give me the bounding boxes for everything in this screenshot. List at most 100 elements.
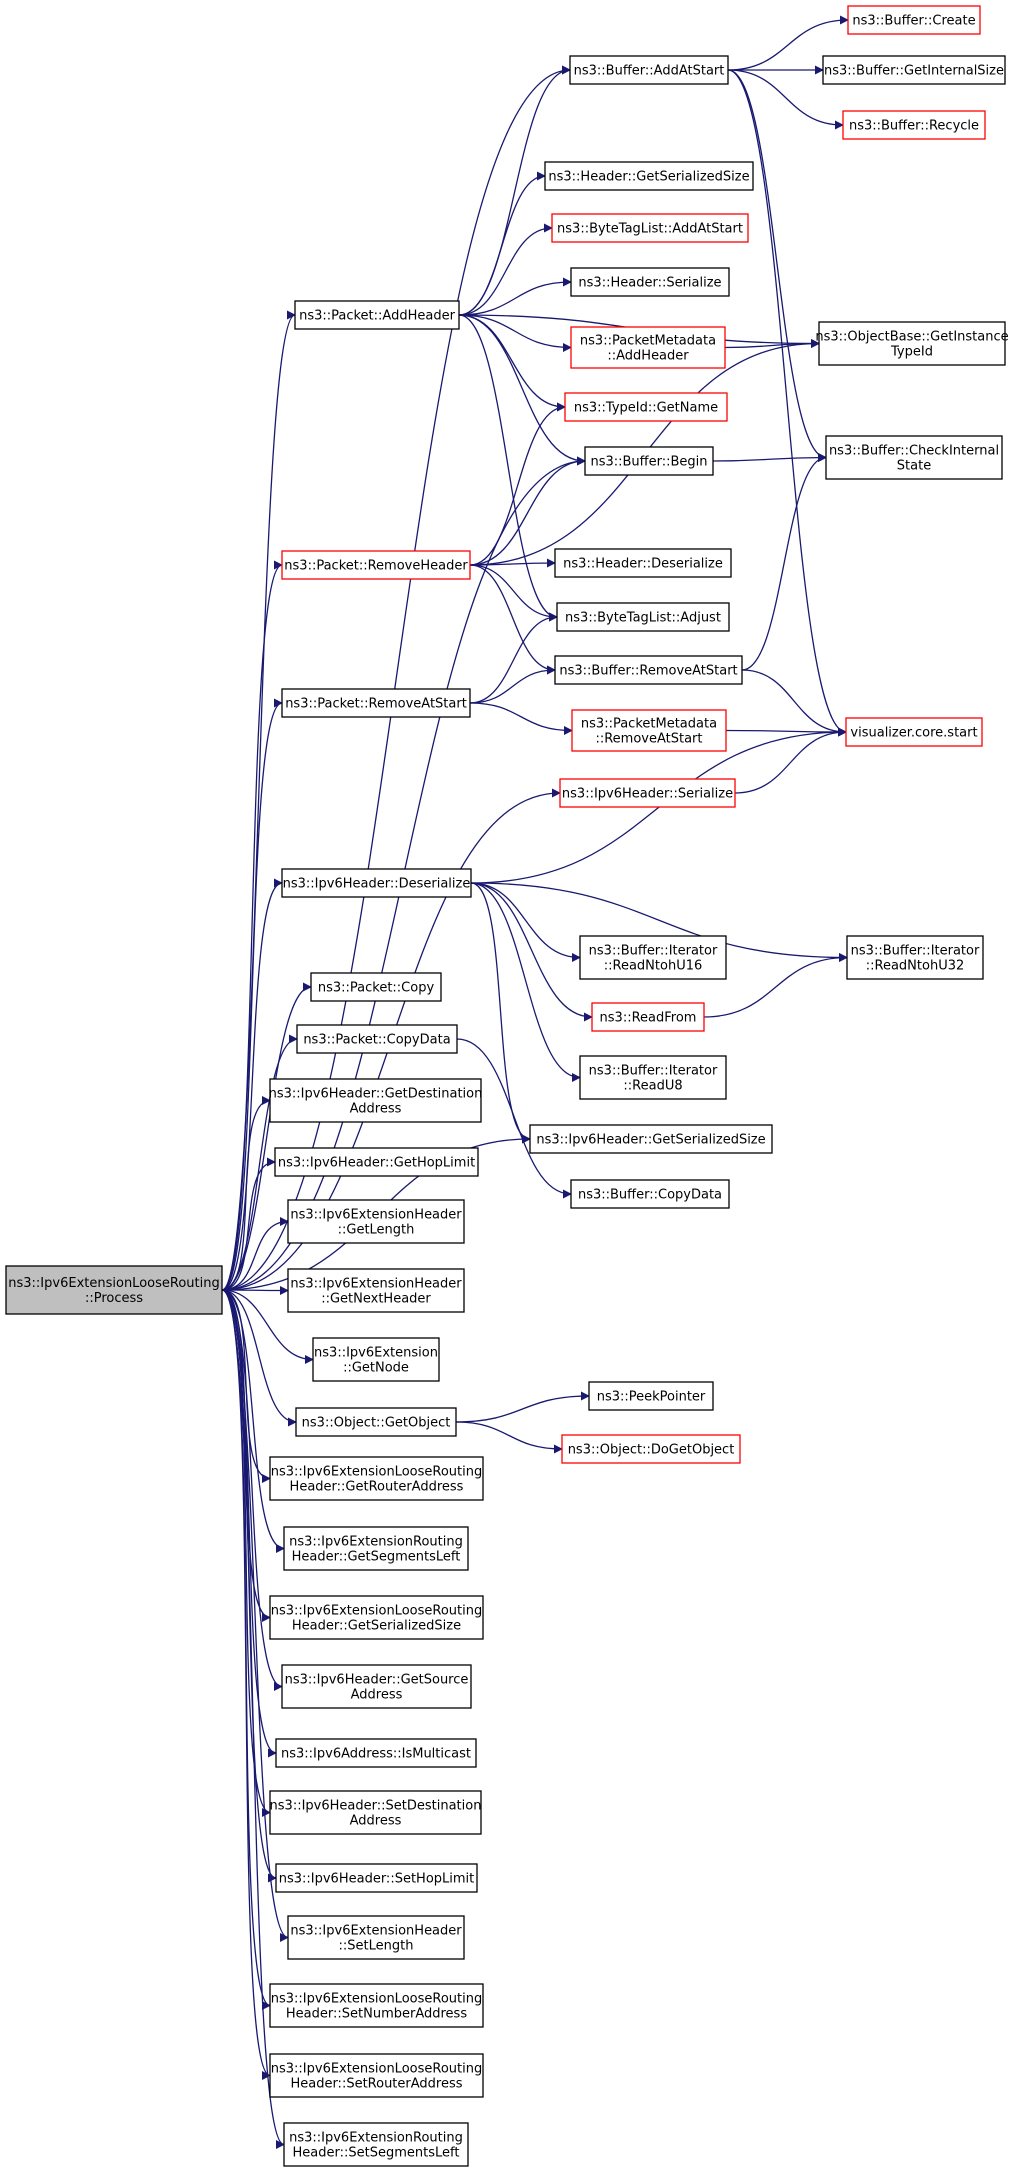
- node-label: ::RemoveAtStart: [595, 732, 702, 747]
- node-ipv6h-gethoplimit[interactable]: ns3::Ipv6Header::GetHopLimit: [274, 1147, 479, 1177]
- edge-pkt-removeatstart-to-buf-removeatstart: [469, 665, 556, 704]
- edge-buf-addatstart-to-buf-checkinternalstate: [727, 69, 827, 462]
- node-hdr-deserialize[interactable]: ns3::Header::Deserialize: [554, 548, 732, 578]
- node-pmd-removeatstart[interactable]: ns3::PacketMetadata::RemoveAtStart: [571, 709, 727, 752]
- node-pkt-removeheader[interactable]: ns3::Packet::RemoveHeader: [281, 550, 471, 580]
- node-obj-dogetobject[interactable]: ns3::Object::DoGetObject: [561, 1434, 741, 1464]
- node-buf-getinternalsize[interactable]: ns3::Buffer::GetInternalSize: [822, 55, 1006, 85]
- node-label: Header::GetSerializedSize: [292, 1619, 461, 1634]
- node-label: ::GetNode: [343, 1361, 409, 1376]
- node-ipv6h-sethoplimit[interactable]: ns3::Ipv6Header::SetHopLimit: [275, 1863, 478, 1893]
- node-label: ns3::Ipv6Header::SetHopLimit: [279, 1872, 475, 1887]
- node-vis-start[interactable]: visualizer.core.start: [845, 717, 983, 747]
- node-label: ns3::Ipv6Header::GetSerializedSize: [536, 1133, 765, 1148]
- node-label: ns3::Buffer::Iterator: [851, 944, 980, 959]
- node-pkt-copy[interactable]: ns3::Packet::Copy: [310, 972, 442, 1002]
- edge-root-to-pkt-addheader: [221, 310, 296, 1291]
- edge-buf-addatstart-to-vis-start: [727, 69, 847, 737]
- node-it-readu8[interactable]: ns3::Buffer::Iterator::ReadU8: [579, 1055, 727, 1100]
- node-peekpointer[interactable]: ns3::PeekPointer: [588, 1381, 714, 1411]
- node-ipv6h-serialize[interactable]: ns3::Ipv6Header::Serialize: [559, 778, 736, 808]
- node-it-readntohu16[interactable]: ns3::Buffer::Iterator::ReadNtohU16: [579, 935, 727, 980]
- node-rh-getsegmentsleft[interactable]: ns3::Ipv6ExtensionRoutingHeader::GetSegm…: [283, 1526, 469, 1571]
- node-rh-setsegmentsleft[interactable]: ns3::Ipv6ExtensionRoutingHeader::SetSegm…: [283, 2122, 469, 2167]
- node-box: [818, 321, 1006, 366]
- node-pkt-addheader[interactable]: ns3::Packet::AddHeader: [294, 300, 460, 330]
- node-pkt-removeatstart[interactable]: ns3::Packet::RemoveAtStart: [281, 688, 471, 718]
- edge-pkt-removeheader-to-typeid-getname: [469, 402, 566, 566]
- node-label: ns3::Buffer::Recycle: [849, 119, 979, 134]
- node-root[interactable]: ns3::Ipv6ExtensionLooseRouting::Process: [5, 1265, 223, 1315]
- node-label: Address: [350, 1814, 402, 1829]
- edge-ipv6h-deserialize-to-readfrom: [470, 882, 593, 1022]
- node-buf-copydata[interactable]: ns3::Buffer::CopyData: [570, 1179, 730, 1209]
- node-box: [287, 1915, 465, 1960]
- node-ipv6h-getserializedsize[interactable]: ns3::Ipv6Header::GetSerializedSize: [529, 1124, 773, 1154]
- node-label: ns3::Header::GetSerializedSize: [548, 170, 749, 185]
- edge-pkt-copydata-to-buf-copydata: [456, 1038, 572, 1199]
- edge-pkt-addheader-to-pmd-addheader: [458, 314, 572, 352]
- node-pmd-addheader[interactable]: ns3::PacketMetadata::AddHeader: [570, 326, 726, 369]
- node-box: [845, 717, 983, 747]
- node-ipv6addr-ismulticast[interactable]: ns3::Ipv6Address::IsMulticast: [275, 1738, 477, 1768]
- node-buf-create[interactable]: ns3::Buffer::Create: [847, 5, 981, 35]
- node-btl-adjust[interactable]: ns3::ByteTagList::Adjust: [556, 602, 730, 632]
- node-lrh-getserializedsize[interactable]: ns3::Ipv6ExtensionLooseRoutingHeader::Ge…: [269, 1595, 484, 1640]
- node-box: [281, 868, 472, 898]
- node-label: ns3::Buffer::RemoveAtStart: [559, 664, 737, 679]
- edge-root-to-pkt-removeatstart: [221, 698, 283, 1291]
- node-exth-setlength[interactable]: ns3::Ipv6ExtensionHeader::SetLength: [287, 1915, 465, 1960]
- node-label: ns3::Ipv6Extension: [314, 1346, 438, 1361]
- node-buf-addatstart[interactable]: ns3::Buffer::AddAtStart: [569, 55, 729, 85]
- node-label: Header::GetRouterAddress: [290, 1480, 464, 1495]
- node-label: ns3::Header::Deserialize: [563, 557, 723, 572]
- node-typeid-getname[interactable]: ns3::TypeId::GetName: [564, 392, 728, 422]
- node-label: ns3::Buffer::Create: [852, 14, 975, 29]
- node-pkt-copydata[interactable]: ns3::Packet::CopyData: [296, 1024, 458, 1054]
- node-box: [579, 935, 727, 980]
- node-lrh-getrouteraddress[interactable]: ns3::Ipv6ExtensionLooseRoutingHeader::Ge…: [269, 1456, 484, 1501]
- node-label: ns3::Buffer::Iterator: [589, 944, 718, 959]
- edge-root-to-exth-setlength: [221, 1289, 289, 1942]
- node-hdr-serialize[interactable]: ns3::Header::Serialize: [570, 267, 730, 297]
- node-btl-addatstart[interactable]: ns3::ByteTagList::AddAtStart: [551, 213, 749, 243]
- edge-ipv6h-deserialize-to-it-readu8: [470, 882, 581, 1082]
- node-box: [281, 688, 471, 718]
- node-label: Header::SetSegmentsLeft: [293, 2146, 460, 2161]
- node-exth-getlength[interactable]: ns3::Ipv6ExtensionHeader::GetLength: [287, 1199, 465, 1244]
- node-readfrom[interactable]: ns3::ReadFrom: [591, 1002, 705, 1032]
- node-box: [281, 1664, 472, 1709]
- node-ipv6h-deserialize[interactable]: ns3::Ipv6Header::Deserialize: [281, 868, 472, 898]
- node-obj-getobject[interactable]: ns3::Object::GetObject: [295, 1407, 457, 1437]
- edge-buf-addatstart-to-buf-create: [727, 15, 849, 71]
- node-label: ::AddHeader: [607, 349, 689, 364]
- node-label: ns3::Buffer::CheckInternal: [829, 444, 999, 459]
- node-box: [287, 1268, 465, 1313]
- node-ext-getnode[interactable]: ns3::Ipv6Extension::GetNode: [312, 1337, 440, 1382]
- edge-pkt-removeheader-to-hdr-deserialize: [469, 558, 556, 568]
- node-lrh-setnumberaddress[interactable]: ns3::Ipv6ExtensionLooseRoutingHeader::Se…: [269, 1983, 484, 2028]
- edge-pkt-addheader-to-buf-addatstart: [458, 65, 571, 316]
- edge-buf-addatstart-to-buf-recycle: [727, 69, 844, 130]
- edge-buf-removeatstart-to-buf-checkinternalstate: [741, 453, 827, 671]
- edge-root-to-exth-getnextheader: [221, 1285, 289, 1295]
- edge-root-to-pkt-removeheader: [221, 560, 283, 1291]
- node-buf-recycle[interactable]: ns3::Buffer::Recycle: [842, 110, 986, 140]
- node-exth-getnextheader[interactable]: ns3::Ipv6ExtensionHeader::GetNextHeader: [287, 1268, 465, 1313]
- call-edges: [221, 15, 849, 2149]
- node-lrh-setrouteraddress[interactable]: ns3::Ipv6ExtensionLooseRoutingHeader::Se…: [269, 2053, 484, 2098]
- node-buf-removeatstart[interactable]: ns3::Buffer::RemoveAtStart: [554, 655, 743, 685]
- node-label: ns3::Packet::RemoveHeader: [284, 559, 468, 574]
- node-it-readntohu32[interactable]: ns3::Buffer::Iterator::ReadNtohU32: [846, 935, 984, 980]
- node-buf-begin[interactable]: ns3::Buffer::Begin: [584, 446, 714, 476]
- node-label: ns3::Packet::Copy: [318, 981, 435, 996]
- edge-pkt-removeheader-to-buf-removeatstart: [469, 564, 556, 675]
- node-hdr-getserializedsize[interactable]: ns3::Header::GetSerializedSize: [544, 161, 754, 191]
- node-label: ns3::Ipv6Address::IsMulticast: [281, 1747, 471, 1762]
- node-box: [842, 110, 986, 140]
